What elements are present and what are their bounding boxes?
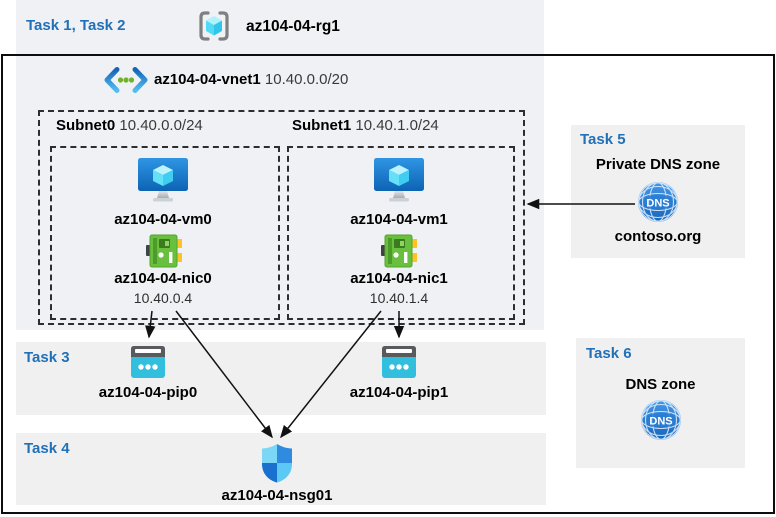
task-5-label: Task 5 xyxy=(580,131,626,148)
subnet1-name: Subnet1 xyxy=(292,117,352,134)
subnet1-cidr: 10.40.1.0/24 xyxy=(355,117,439,134)
vm1-icon xyxy=(374,158,424,202)
pip0-label: az104-04-pip0 xyxy=(98,384,198,401)
subnet0-box xyxy=(50,146,280,320)
resource-group-icon xyxy=(199,11,229,41)
subnet1-box xyxy=(287,146,515,320)
resource-boundary-box xyxy=(1,54,775,514)
nic0-ip: 10.40.0.4 xyxy=(133,290,193,306)
nic0-label: az104-04-nic0 xyxy=(114,270,212,287)
vnet-cidr: 10.40.0.0/20 xyxy=(264,71,349,88)
subnet0-name: Subnet0 xyxy=(56,117,116,134)
nic1-ip: 10.40.1.4 xyxy=(369,290,429,306)
task-1-2-label: Task 1, Task 2 xyxy=(26,17,126,34)
dns-icon-text: DNS xyxy=(646,198,669,210)
subnet0-cidr: 10.40.0.0/24 xyxy=(119,117,203,134)
dns-zone-title: DNS zone xyxy=(625,376,696,393)
task-3-label: Task 3 xyxy=(24,349,70,366)
nic1-label: az104-04-nic1 xyxy=(350,270,448,287)
nsg-shield-icon xyxy=(262,444,292,483)
task-6-label: Task 6 xyxy=(586,345,632,362)
vm0-label: az104-04-vm0 xyxy=(114,211,212,228)
vm0-icon xyxy=(138,158,188,202)
pip1-icon xyxy=(382,346,416,378)
dns-icon-text: DNS xyxy=(649,416,672,428)
task-4-label: Task 4 xyxy=(24,440,70,457)
vm1-label: az104-04-vm1 xyxy=(350,211,448,228)
subnet0-label: Subnet0 10.40.0.0/24 xyxy=(56,117,203,134)
nic1-icon xyxy=(381,234,417,268)
resource-group-label: az104-04-rg1 xyxy=(246,18,340,35)
dns-globe-icon: DNS xyxy=(641,400,681,440)
subnet1-label: Subnet1 10.40.1.0/24 xyxy=(292,117,439,134)
pip1-label: az104-04-pip1 xyxy=(349,384,449,401)
private-dns-zone-name: contoso.org xyxy=(614,228,702,245)
vnet-icon xyxy=(104,67,148,93)
pip0-icon xyxy=(131,346,165,378)
private-dns-zone-title: Private DNS zone xyxy=(595,156,721,173)
nic0-icon xyxy=(146,234,182,268)
vnet-label: az104-04-vnet1 10.40.0.0/20 xyxy=(154,71,348,88)
private-dns-globe-icon: DNS xyxy=(638,182,678,222)
nsg-label: az104-04-nsg01 xyxy=(221,487,333,504)
vnet-name: az104-04-vnet1 xyxy=(154,71,261,88)
